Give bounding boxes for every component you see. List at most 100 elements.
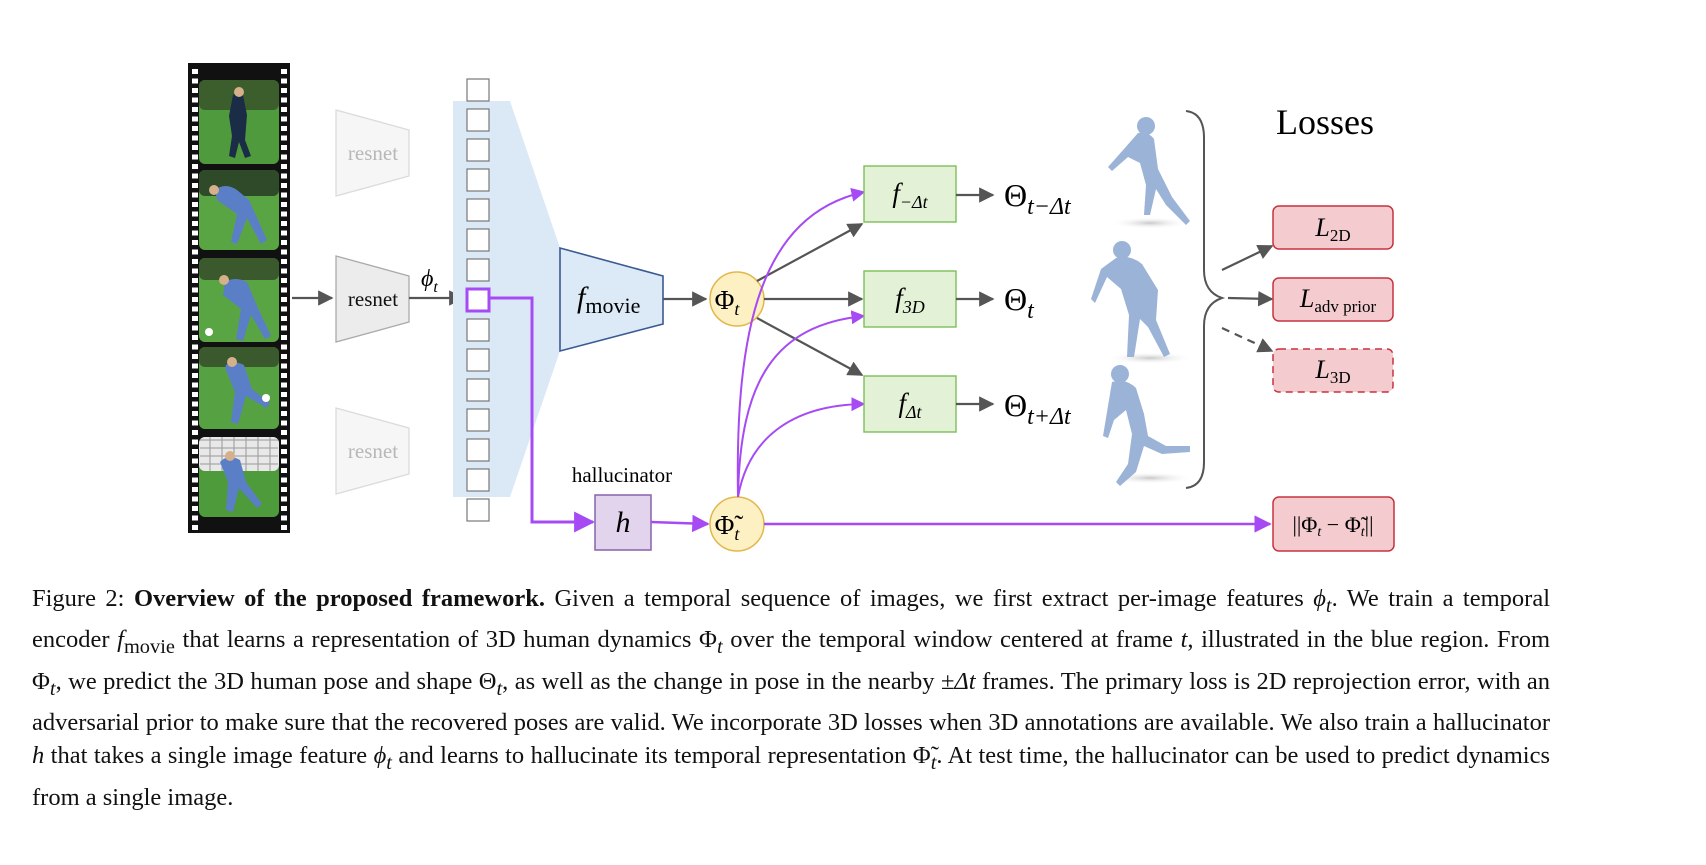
film-sprocket-hole <box>281 221 287 226</box>
svg-text:Φt: Φt <box>715 285 741 319</box>
film-sprocket-hole <box>281 107 287 112</box>
film-sprocket-hole <box>192 97 198 103</box>
hallucinator-to-phi-tilde-arrow <box>650 514 710 533</box>
film-sprocket-hole <box>192 164 198 169</box>
phi-tilde-to-f3d-curve <box>737 310 866 498</box>
film-sprocket-hole <box>192 183 198 188</box>
film-sprocket-hole <box>192 135 198 141</box>
resnet-top: resnet <box>335 109 410 197</box>
film-sprocket-hole <box>192 240 198 245</box>
feature-phi-label: ϕt <box>421 266 438 296</box>
brace-to-l2d-arrow <box>1221 245 1274 271</box>
film-sprocket-hole <box>281 230 287 236</box>
film-sprocket-hole <box>281 458 287 464</box>
f-plus-delta-box: fΔt <box>863 375 957 433</box>
film-sprocket-hole <box>192 192 198 198</box>
body-mesh-bottom <box>1103 365 1194 486</box>
film-sprocket-hole <box>281 88 287 93</box>
resnet-bottom: resnet <box>335 407 410 495</box>
brace-to-l3d-arrow <box>1221 327 1274 353</box>
film-sprocket-hole <box>281 392 287 397</box>
film-sprocket-hole <box>192 173 198 179</box>
film-sprocket-hole <box>192 363 198 369</box>
film-sprocket-hole <box>281 268 287 274</box>
feature-cell <box>466 228 490 252</box>
film-sprocket-hole <box>281 297 287 302</box>
body-mesh-middle <box>1091 241 1194 364</box>
film-sprocket-hole <box>281 173 287 179</box>
film-sprocket-hole <box>192 392 198 397</box>
film-sprocket-hole <box>192 69 198 74</box>
film-sprocket-hole <box>192 430 198 435</box>
feature-cell <box>466 318 490 342</box>
film-sprocket-hole <box>192 525 198 530</box>
film-sprocket-hole <box>281 78 287 84</box>
film-sprocket-hole <box>192 373 198 378</box>
film-sprocket-hole <box>192 278 198 283</box>
hallucinator-title: hallucinator <box>572 463 672 487</box>
film-sprocket-hole <box>192 487 198 492</box>
film-sprocket-hole <box>192 268 198 274</box>
film-sprocket-hole <box>281 506 287 511</box>
svg-text:f−Δt: f−Δt <box>892 178 928 212</box>
film-sprocket-hole <box>281 211 287 217</box>
film-sprocket-hole <box>192 126 198 131</box>
film-sprocket-hole <box>281 439 287 445</box>
film-sprocket-hole <box>192 202 198 207</box>
film-sprocket-hole <box>281 69 287 74</box>
loss-2d-box: L2D <box>1272 205 1394 250</box>
film-sprocket-hole <box>281 354 287 359</box>
body-mesh-top <box>1108 117 1190 229</box>
svg-text:L2D: L2D <box>1314 213 1350 245</box>
film-sprocket-hole <box>281 525 287 530</box>
film-sprocket-hole <box>281 126 287 131</box>
film-sprocket-hole <box>281 154 287 160</box>
video-frame-1 <box>199 80 279 164</box>
film-sprocket-hole <box>281 411 287 416</box>
feature-cell <box>466 408 490 432</box>
film-sprocket-hole <box>192 145 198 150</box>
film-sprocket-hole <box>281 477 287 483</box>
video-frame-2 <box>199 170 279 250</box>
f-3d-box: f3D <box>863 270 957 328</box>
feature-cell <box>466 378 490 402</box>
film-sprocket-hole <box>281 240 287 245</box>
film-sprocket-hole <box>192 306 198 312</box>
phi-node: Φt <box>709 271 765 327</box>
feature-cell <box>466 258 490 282</box>
resnet-top-label: resnet <box>348 141 398 165</box>
film-sprocket-hole <box>281 363 287 369</box>
film-sprocket-hole <box>281 183 287 188</box>
film-sprocket-hole <box>281 164 287 169</box>
hallucinator-box: h <box>594 494 652 551</box>
film-sprocket-hole <box>192 496 198 502</box>
film-sprocket-hole <box>281 373 287 378</box>
film-sprocket-hole <box>192 154 198 160</box>
film-sprocket-hole <box>192 477 198 483</box>
film-sprocket-hole <box>281 335 287 340</box>
f-minus-delta-box: f−Δt <box>863 165 957 223</box>
film-sprocket-hole <box>281 468 287 473</box>
film-sprocket-hole <box>192 325 198 331</box>
film-sprocket-hole <box>281 287 287 293</box>
film-sprocket-hole <box>281 430 287 435</box>
phi-tilde-to-fminus-curve <box>736 187 866 498</box>
framework-diagram: resnet resnet resnet ϕt fmovie hallucina… <box>188 63 1395 552</box>
film-sprocket-hole <box>281 145 287 150</box>
svg-text:h: h <box>616 506 631 539</box>
film-sprocket-hole <box>192 335 198 340</box>
film-sprocket-hole <box>192 116 198 122</box>
film-sprocket-hole <box>281 401 287 407</box>
film-sprocket-hole <box>281 449 287 454</box>
film-sprocket-hole <box>192 420 198 426</box>
film-sprocket-hole <box>192 230 198 236</box>
film-sprocket-hole <box>192 287 198 293</box>
phi-to-fplus-arrow <box>756 317 864 376</box>
svg-text:fΔt: fΔt <box>898 388 922 422</box>
feature-column <box>465 78 491 522</box>
film-sprocket-hole <box>192 354 198 359</box>
feature-cell <box>466 468 490 492</box>
film-sprocket-hole <box>281 496 287 502</box>
resnet-bottom-label: resnet <box>348 439 398 463</box>
film-sprocket-hole <box>192 411 198 416</box>
